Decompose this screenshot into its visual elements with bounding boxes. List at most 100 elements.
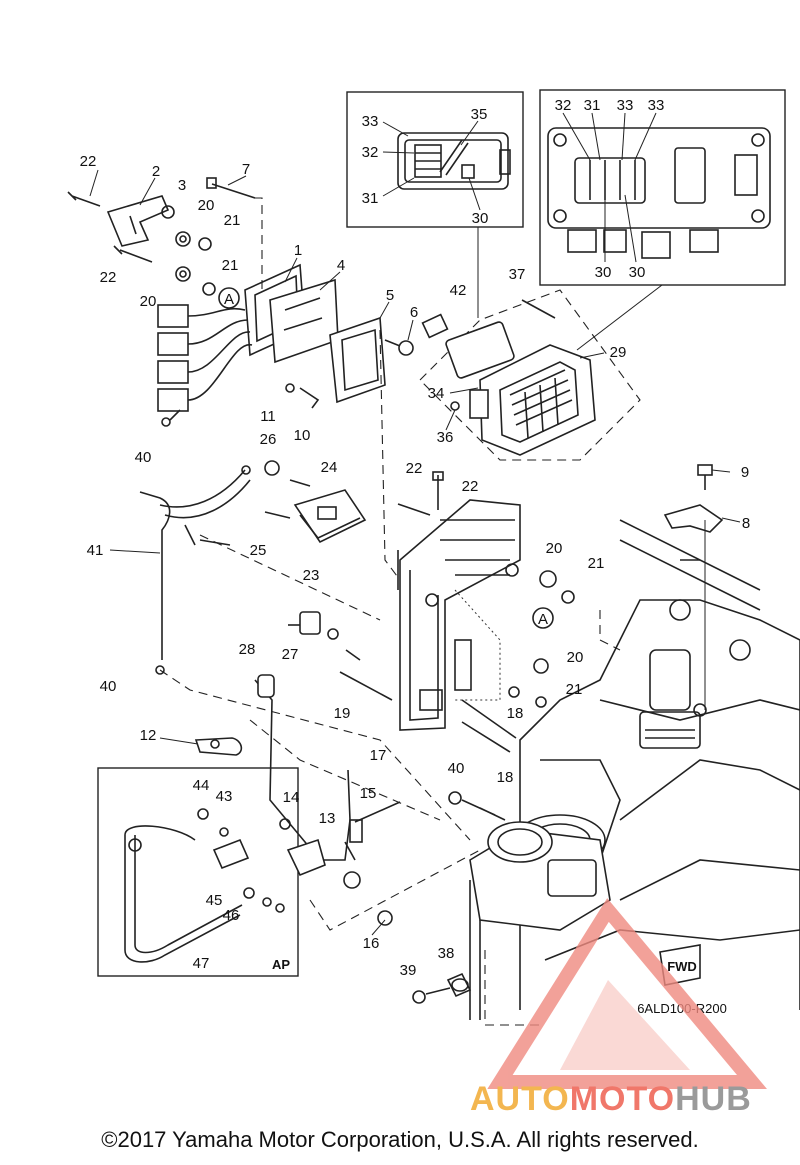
part-label: 7 <box>242 161 250 178</box>
part-label: 30 <box>595 264 612 281</box>
ecu-top-drawing <box>547 127 771 259</box>
part-label: 8 <box>742 515 750 532</box>
callout-a-top-text: A <box>224 291 234 308</box>
part-label: 28 <box>239 641 256 658</box>
part-10-11-drawing <box>285 383 295 393</box>
label-sheet-42 <box>421 313 449 339</box>
inset-box-ap-harness <box>97 767 299 977</box>
bolt-22-bracket <box>397 503 431 516</box>
engine-block-drawing <box>514 519 800 1010</box>
part-label: 42 <box>450 282 467 299</box>
part-label: 29 <box>610 344 627 361</box>
bolt-14 <box>279 818 291 830</box>
part-label: 22 <box>80 153 97 170</box>
part-label: 32 <box>555 97 572 114</box>
part-label: 36 <box>437 429 454 446</box>
part-label: 21 <box>224 212 241 229</box>
part-label: 4 <box>337 257 345 274</box>
part-label: 1 <box>294 242 302 259</box>
part-label: 18 <box>497 769 514 786</box>
part-label: 15 <box>360 785 377 802</box>
throttle-body-drawing <box>469 821 611 1020</box>
wire-harness-connectors <box>157 304 253 427</box>
grommet-20-right <box>539 570 557 588</box>
collar-21-right <box>561 590 575 604</box>
part-label: 33 <box>648 97 665 114</box>
part-label: 14 <box>283 789 300 806</box>
leader-lines <box>89 169 741 936</box>
watermark-auto: AUTO <box>470 1080 570 1118</box>
clamp-38-bolt-39 <box>412 972 472 1004</box>
part-label: 37 <box>509 266 526 283</box>
part-label: 21 <box>588 555 605 572</box>
part-labels: 22 2 3 7 20 21 22 1 21 20 4 5 6 11 10 33… <box>80 97 751 979</box>
collar-21-lower <box>535 696 547 708</box>
part-label: 33 <box>617 97 634 114</box>
part-label: 20 <box>567 649 584 666</box>
watermark-moto: MOTO <box>569 1080 676 1118</box>
watermark-hub: HUB <box>675 1080 752 1118</box>
part-label: 30 <box>629 264 646 281</box>
part-label: 33 <box>362 113 379 130</box>
callout-a-mid <box>532 607 554 629</box>
starter-relay-23 <box>264 460 367 544</box>
part-label: 30 <box>472 210 489 227</box>
part-label: 9 <box>741 464 749 481</box>
cable-ties-18-19 <box>339 671 517 753</box>
fwd-label: FWD <box>667 959 697 974</box>
part-label: 24 <box>321 459 338 476</box>
part-label: 17 <box>370 747 387 764</box>
part-label: 39 <box>400 962 417 979</box>
inset-box-ecu-connector <box>346 91 524 228</box>
part-label: 12 <box>140 727 157 744</box>
part-label: 47 <box>193 955 210 972</box>
clamp-12 <box>194 737 243 756</box>
part-label: 22 <box>462 478 479 495</box>
part-label: 40 <box>100 678 117 695</box>
watermark-wordmark: AUTOMOTOHUB <box>470 1080 752 1119</box>
assembly-dash-lines <box>159 197 621 1026</box>
part-label: 20 <box>198 197 215 214</box>
part-label: 2 <box>152 163 160 180</box>
rectifier-bracket-group <box>67 177 256 296</box>
part-label: 34 <box>428 385 445 402</box>
part-label: 5 <box>386 287 394 304</box>
part-label: 41 <box>87 542 104 559</box>
ecu-bracket-17 <box>397 499 521 731</box>
part-label: 44 <box>193 777 210 794</box>
part-label: 23 <box>303 567 320 584</box>
part-label: 31 <box>362 190 379 207</box>
ap-harness-47 <box>124 808 285 963</box>
part-label: 11 <box>260 408 276 425</box>
ecu-unit-drawing <box>419 289 641 461</box>
inset-box-ecu-top <box>539 89 786 286</box>
part-label: 46 <box>223 907 240 924</box>
part-label: 22 <box>100 269 117 286</box>
watermark-triangle-logo <box>487 898 767 1089</box>
inset-ap-label: AP <box>272 957 290 972</box>
part-label: 26 <box>260 431 277 448</box>
grommet-20-lower <box>533 658 549 674</box>
part-label: 25 <box>250 542 267 559</box>
ground-lead-13 <box>254 674 363 889</box>
part-label: 40 <box>448 760 465 777</box>
part-label: 35 <box>471 106 488 123</box>
part-label: 32 <box>362 144 379 161</box>
part-label: 10 <box>294 427 311 444</box>
part-label: 22 <box>406 460 423 477</box>
part-label: 13 <box>319 810 336 827</box>
part-label: 31 <box>584 97 601 114</box>
part-label: 43 <box>216 788 233 805</box>
part-label: 45 <box>206 892 223 909</box>
part-label: 20 <box>546 540 563 557</box>
bolt-40-lower <box>448 791 462 805</box>
copyright-notice: ©2017 Yamaha Motor Corporation, U.S.A. A… <box>101 1127 699 1152</box>
part-label: 21 <box>222 257 239 274</box>
part-label: 40 <box>135 449 152 466</box>
connector-block-drawing <box>397 132 511 190</box>
part-label: 27 <box>282 646 299 663</box>
rectifier-regulator-drawing <box>244 263 414 404</box>
part-label: 6 <box>410 304 418 321</box>
part-label: 38 <box>438 945 455 962</box>
part-label: 3 <box>178 177 186 194</box>
